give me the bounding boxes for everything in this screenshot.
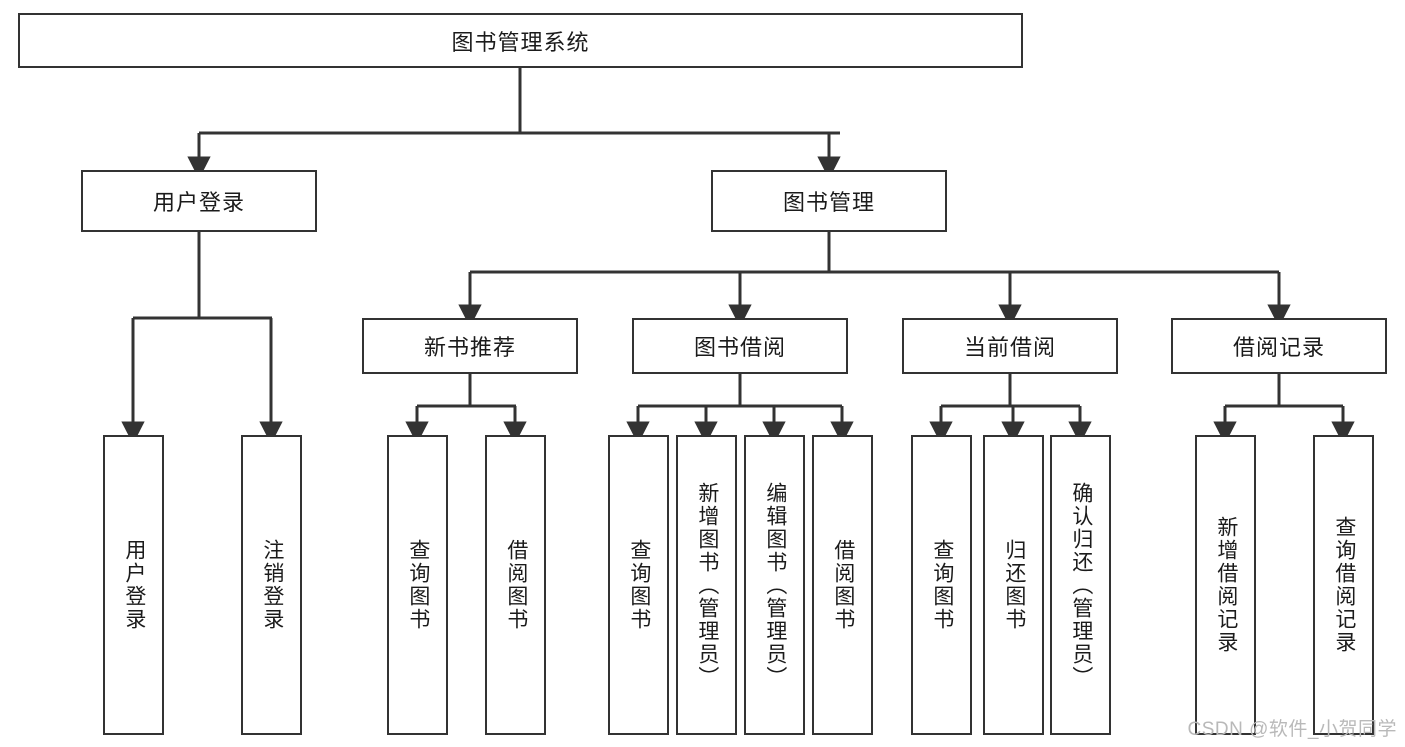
node-current-borrow[interactable]: 当前借阅 <box>902 318 1118 374</box>
node-book-management-label: 图书管理 <box>782 190 875 215</box>
leaf-query-book-1[interactable]: 查询图书 <box>387 435 448 735</box>
node-user-login-label: 用户登录 <box>152 190 245 215</box>
node-root[interactable]: 图书管理系统 <box>18 13 1023 68</box>
leaf-query-book-3-label: 查询图书 <box>930 539 954 631</box>
leaf-return-book-label: 归还图书 <box>1002 539 1026 631</box>
leaf-borrow-book-1-label: 借阅图书 <box>504 539 528 631</box>
leaf-edit-book[interactable]: 编辑图书（管理员） <box>744 435 805 735</box>
node-new-book-recommend[interactable]: 新书推荐 <box>362 318 578 374</box>
node-borrow-record[interactable]: 借阅记录 <box>1171 318 1387 374</box>
leaf-borrow-book-2[interactable]: 借阅图书 <box>812 435 873 735</box>
leaf-logout-label: 注销登录 <box>260 539 284 631</box>
node-root-label: 图书管理系统 <box>451 29 590 55</box>
leaf-logout[interactable]: 注销登录 <box>241 435 302 735</box>
node-current-borrow-label: 当前借阅 <box>963 335 1056 360</box>
node-borrow-record-label: 借阅记录 <box>1232 335 1325 360</box>
leaf-return-book[interactable]: 归还图书 <box>983 435 1044 735</box>
leaf-query-borrow-record[interactable]: 查询借阅记录 <box>1313 435 1374 735</box>
leaf-confirm-return[interactable]: 确认归还（管理员） <box>1050 435 1111 735</box>
leaf-add-borrow-record-label: 新增借阅记录 <box>1214 516 1238 654</box>
leaf-query-book-3[interactable]: 查询图书 <box>911 435 972 735</box>
leaf-edit-book-label: 编辑图书（管理员） <box>763 481 787 689</box>
watermark-text: CSDN @软件_小贺同学 <box>1187 719 1397 740</box>
leaf-query-book-2-label: 查询图书 <box>627 539 651 631</box>
node-new-book-recommend-label: 新书推荐 <box>423 335 516 360</box>
leaf-query-borrow-record-label: 查询借阅记录 <box>1332 516 1356 654</box>
node-book-borrow[interactable]: 图书借阅 <box>632 318 848 374</box>
node-book-management[interactable]: 图书管理 <box>711 170 947 232</box>
leaf-borrow-book-1[interactable]: 借阅图书 <box>485 435 546 735</box>
leaf-add-borrow-record[interactable]: 新增借阅记录 <box>1195 435 1256 735</box>
leaf-add-book[interactable]: 新增图书（管理员） <box>676 435 737 735</box>
leaf-query-book-2[interactable]: 查询图书 <box>608 435 669 735</box>
node-book-borrow-label: 图书借阅 <box>693 335 786 360</box>
leaf-confirm-return-label: 确认归还（管理员） <box>1069 481 1093 689</box>
leaf-borrow-book-2-label: 借阅图书 <box>831 539 855 631</box>
leaf-add-book-label: 新增图书（管理员） <box>695 481 719 689</box>
leaf-user-login[interactable]: 用户登录 <box>103 435 164 735</box>
leaf-user-login-label: 用户登录 <box>122 539 146 631</box>
leaf-query-book-1-label: 查询图书 <box>406 539 430 631</box>
node-user-login[interactable]: 用户登录 <box>81 170 317 232</box>
